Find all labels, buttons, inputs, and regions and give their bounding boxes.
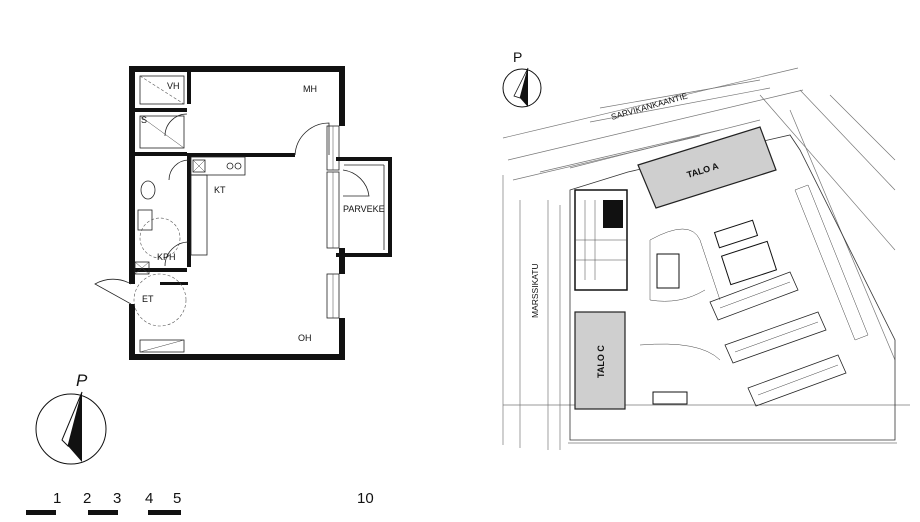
room-label-vh: VH (167, 81, 180, 91)
wall-bottom (129, 354, 345, 360)
room-label-oh: OH (298, 333, 312, 343)
wall-vh-right (187, 72, 191, 104)
scale-segment-3 (148, 510, 181, 515)
wall-mh-bottom (190, 153, 295, 157)
floor-plan: VH MH S KT PARVEKE KPH ET OH (94, 66, 392, 360)
room-label-et: ET (142, 294, 154, 304)
parking-rows (709, 184, 869, 407)
road-lines (502, 67, 910, 450)
scale-bar: 1 2 3 4 5 10 (26, 490, 374, 515)
balcony-outline (336, 157, 392, 161)
room-label-kph: KPH (157, 252, 176, 262)
sink (137, 209, 153, 231)
wall-left-lower (129, 304, 135, 360)
scale-label-10: 10 (357, 490, 374, 507)
door-s (164, 113, 188, 137)
compass-label: P (76, 371, 88, 390)
wall-right-bottom (339, 318, 345, 360)
closet-s (139, 115, 185, 149)
north-arrow-icon (68, 392, 82, 462)
shower (139, 217, 181, 259)
scale-label-4: 4 (145, 490, 153, 507)
wall-left (129, 66, 135, 284)
building-middle (574, 189, 628, 291)
closet-et (139, 339, 185, 353)
building-talo-c (574, 311, 626, 410)
small-building-2 (720, 240, 778, 286)
scale-label-3: 3 (113, 490, 121, 507)
room-label-kt: KT (214, 185, 226, 195)
door-parveke (342, 169, 370, 197)
small-building-4 (652, 391, 688, 405)
scale-label-5: 5 (173, 490, 181, 507)
door-mh (294, 122, 330, 156)
room-label-parveke: PARVEKE (343, 204, 385, 214)
floorplan-compass: P (35, 371, 107, 465)
wall-right-mid (339, 248, 345, 274)
wall-kph-bottom (135, 268, 187, 272)
wall-top (129, 66, 345, 72)
kitchen-cabinets (190, 174, 208, 256)
street-label-sarvikankaantie: SARVIKANKAANTIE (610, 90, 689, 122)
door-kph (164, 241, 190, 267)
wall-kph-bottom-2 (160, 282, 188, 285)
wall-right-top (339, 66, 345, 126)
small-building-1 (713, 219, 759, 249)
site-north-arrow-icon (520, 68, 528, 107)
site-plan: P TALO A (502, 49, 910, 450)
scale-segment-2 (88, 510, 118, 515)
kitchen-counter (190, 156, 246, 176)
wall-wet-right (187, 153, 191, 267)
small-building-3 (656, 253, 680, 289)
wall-s-bottom (135, 152, 187, 156)
scale-label-2: 2 (83, 490, 91, 507)
site-compass-label: P (513, 49, 522, 65)
door-entrance (94, 278, 132, 305)
building-talo-a (637, 126, 777, 209)
site-compass-circle (502, 68, 542, 108)
compass-circle (35, 393, 107, 465)
door-wet (168, 159, 190, 181)
street-label-marssikatu: MARSSIKATU (530, 263, 540, 318)
shaft-kph (134, 261, 150, 275)
wall-s-top (135, 108, 187, 112)
closet-vh (139, 75, 185, 105)
room-label-mh: MH (303, 84, 317, 94)
room-label-s: S (141, 115, 147, 125)
building-label-talo-c: TALO C (596, 345, 606, 378)
scale-segment-1 (26, 510, 56, 515)
toilet (140, 180, 156, 200)
scale-label-1: 1 (53, 490, 61, 507)
